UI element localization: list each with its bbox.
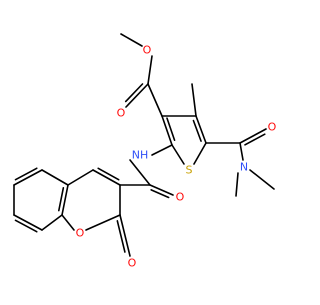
bond-ester-ether	[147, 55, 153, 85]
atom-label-ring-sulfur: S	[186, 164, 193, 177]
bond-amide-n-methyl-a	[249, 169, 275, 190]
atom-label-ester-carbonyl-o: O	[117, 107, 126, 120]
bond-c5-c6-inner	[14, 167, 38, 181]
molecule-structure: O O O N S NH O O O	[13, 33, 277, 270]
bond-o1-c8a	[61, 214, 75, 231]
bond-c3-c4-coumarin	[92, 169, 121, 186]
bond-ester-to-ring	[147, 83, 163, 117]
bond-nh-amide-c	[129, 159, 151, 186]
bond-amide-right-cn	[239, 142, 244, 161]
atom-label-amide-left-o: O	[176, 191, 185, 204]
bond-ester-carbonyl-inner	[124, 83, 144, 103]
atom-label-amide-nh: NH	[132, 149, 149, 162]
bond-c4a-c8a	[61, 184, 69, 216]
bond-c7-c8-inner	[14, 219, 38, 233]
bond-c2-o1	[85, 214, 121, 231]
bond-c4-c4a	[67, 169, 94, 186]
bond-ester-methyl	[120, 33, 143, 47]
bond-amide-n-methyl-b	[235, 172, 239, 197]
atom-label-lactone-o: O	[128, 257, 137, 270]
atom-label-pyran-o: O	[76, 227, 85, 240]
bond-amide-left-carbonyl	[149, 184, 174, 196]
bond-lactone-carbonyl	[119, 214, 131, 257]
bond-c5-c6	[13, 169, 43, 186]
bond-c2-nh	[151, 144, 173, 156]
bond-amide-left-carbonyl-inner	[150, 189, 170, 199]
bond-ring-s-c2	[171, 144, 185, 165]
bond-lactone-carbonyl-inner	[116, 220, 126, 253]
bond-c7-c8	[13, 214, 43, 231]
bond-ring-c4-c5	[195, 115, 207, 144]
bond-methyl-c4	[191, 83, 197, 117]
bond-ring-c2-c3-inner	[166, 117, 176, 142]
molecule-diagram: O O O N S NH O O O	[13, 33, 277, 270]
bond-c4a-c8a-inner	[57, 187, 65, 212]
bond-ring-c4-c5-inner	[192, 119, 202, 142]
atom-label-amide-right-o: O	[268, 121, 277, 134]
bond-amide-right-carbonyl	[239, 128, 267, 144]
bond-ester-carbonyl	[125, 83, 149, 108]
bond-ring-c2-c3	[161, 115, 173, 146]
bond-amide-right-carbonyl-inner	[244, 133, 266, 146]
bond-c4a-c5	[41, 169, 69, 186]
atom-label-amide-right-n: N	[240, 161, 248, 174]
atom-label-ester-ether-o: O	[143, 44, 152, 57]
bond-ring-c5-s	[193, 142, 207, 165]
bond-c3-c4-coumarin-inner	[97, 167, 120, 181]
bond-c8-c8a	[41, 214, 63, 231]
